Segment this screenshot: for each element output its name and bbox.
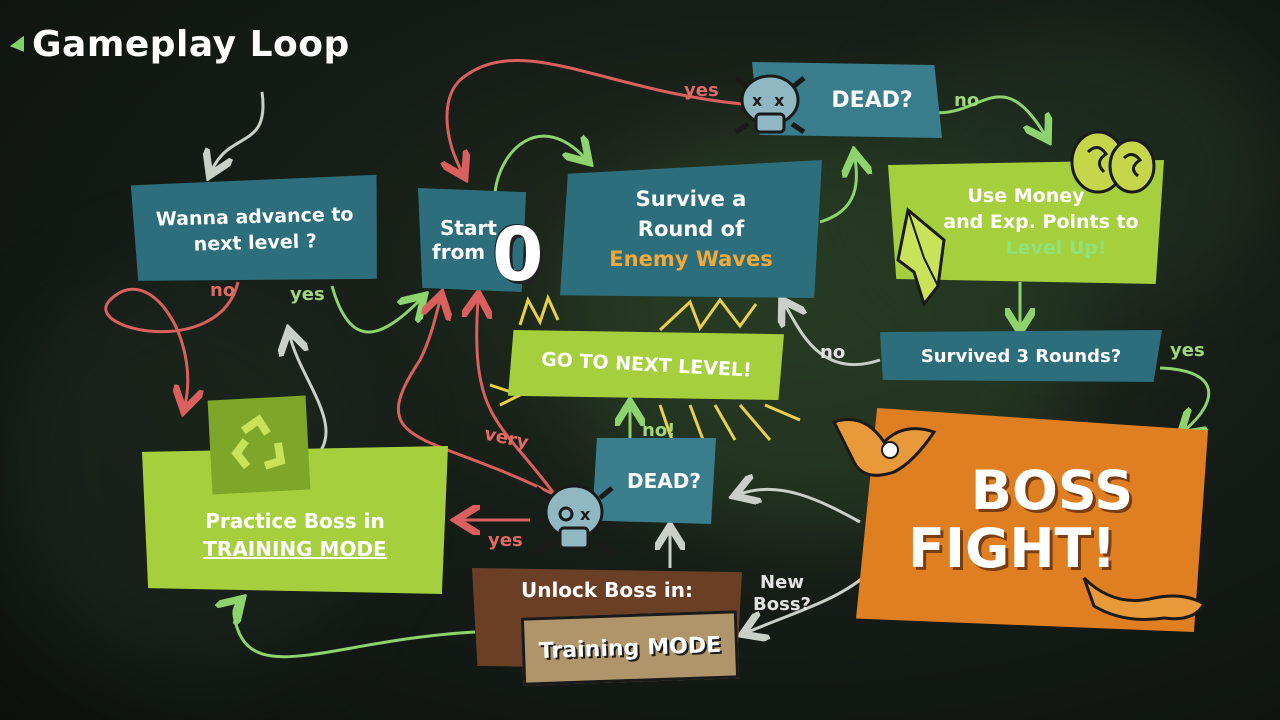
survive-round-box: Survive a Round of Enemy Waves — [560, 160, 822, 298]
svg-text:x: x — [580, 505, 591, 524]
label-yes-dead: yes — [488, 530, 523, 551]
arrow-yes-advance — [330, 285, 420, 334]
arrow-no-advance — [104, 281, 240, 405]
crystal-icon — [896, 207, 946, 308]
unlock-line1: Unlock Boss in: — [520, 578, 694, 602]
label-new-boss: New Boss? — [753, 572, 811, 615]
survived-3-box: Survived 3 Rounds? — [880, 330, 1162, 382]
go-next-level-text: GO TO NEXT LEVEL! — [540, 348, 752, 382]
label-yes-top: yes — [684, 80, 719, 101]
start-box: Start from — [418, 188, 526, 292]
arrow-dead-long — [396, 300, 566, 502]
use-money-line2: and Exp. Points to — [943, 211, 1139, 233]
arrow-start-survive — [493, 136, 585, 193]
go-next-level-box: GO TO NEXT LEVEL! — [508, 330, 784, 400]
label-yes-survived: yes — [1170, 340, 1205, 361]
label-no-survived: no — [820, 342, 846, 363]
arrow-dead-very — [477, 300, 557, 496]
arrow-boss-dead — [740, 489, 861, 524]
dead-bottom-box: DEAD? — [592, 438, 716, 524]
boss-hand-icon — [1082, 576, 1207, 621]
practice-line1: Practice Boss in — [205, 509, 385, 533]
wanna-advance-box: Wanna advance to next level ? — [131, 175, 380, 285]
start-text-line2: from — [432, 240, 486, 264]
start-text-line1: Start — [440, 216, 497, 240]
recycle-icon-tile — [207, 395, 311, 495]
boss-character-icon — [831, 418, 937, 477]
coins-icon — [1070, 130, 1156, 194]
svg-text:x: x — [752, 91, 763, 110]
wanna-advance-text: Wanna advance to next level ? — [155, 203, 354, 256]
arrow-survived-no — [785, 305, 881, 367]
use-money-line1: Use Money — [967, 185, 1085, 207]
svg-text:x: x — [774, 91, 785, 110]
page-title: Gameplay Loop — [32, 24, 350, 65]
survived-3-text: Survived 3 Rounds? — [920, 345, 1122, 367]
skull-icon: x — [534, 484, 614, 556]
practice-line2: TRAINING MODE — [203, 537, 387, 561]
arrow-dead-yes — [447, 58, 743, 172]
label-no-dead: no! — [642, 420, 676, 441]
skull-icon: x x — [734, 74, 806, 135]
arrow-survived-yes — [1159, 366, 1211, 430]
dead-bottom-text: DEAD? — [627, 469, 701, 493]
arrow-dead-no — [929, 95, 1045, 135]
training-word1: Training — [538, 635, 640, 664]
title-bar: Gameplay Loop — [10, 24, 350, 65]
recycle-icon — [231, 414, 286, 470]
label-no-advance: no — [210, 280, 236, 301]
label-yes-advance: yes — [290, 284, 325, 305]
arrow-entry — [212, 91, 265, 170]
survive-text-line3: Enemy Waves — [609, 247, 773, 271]
arrow-unlock-practice — [234, 603, 476, 659]
dead-top-text: DEAD? — [831, 87, 913, 113]
arrow-survive-dead — [819, 158, 856, 224]
survive-text-line2: Round of — [637, 217, 745, 241]
training-mode-sign: Training MODE — [520, 610, 740, 686]
boss-line2: FIGHT! — [908, 517, 1116, 580]
use-money-line3: Level Up! — [1005, 237, 1107, 259]
zero-glyph: 0 — [492, 212, 544, 298]
label-no-top: no — [954, 90, 980, 111]
survive-text-line1: Survive a — [635, 187, 747, 211]
boss-line1: BOSS — [970, 459, 1134, 522]
training-word2: MODE — [646, 632, 722, 660]
